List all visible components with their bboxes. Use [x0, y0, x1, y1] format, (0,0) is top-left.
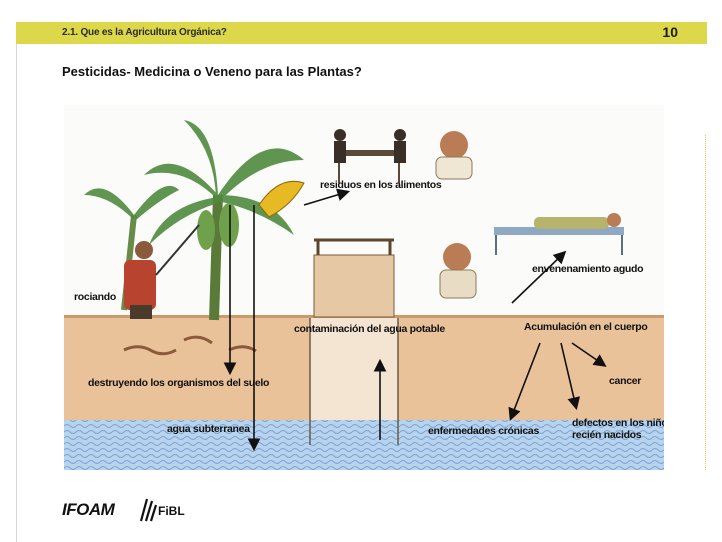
- label-contaminacion: contaminación del agua potable: [294, 323, 445, 335]
- page-number: 10: [662, 24, 678, 40]
- left-rule: [16, 44, 17, 542]
- fibl-logo-mark-icon: [139, 498, 158, 522]
- label-agua: agua subterranea: [167, 423, 250, 435]
- label-rociando: rociando: [74, 291, 116, 303]
- pesticide-illustration: residuos en los alimentos envenenamiento…: [64, 105, 664, 470]
- label-defectos: defectos en los niños recién nacidos: [572, 417, 664, 441]
- section-title: 2.1. Que es la Agricultura Orgánica?: [62, 27, 227, 38]
- label-enfermedades: enfermedades crónicas: [428, 425, 540, 437]
- fibl-logo: FiBL: [158, 504, 185, 518]
- header-bar: [16, 22, 707, 44]
- dotted-margin-line: [705, 135, 706, 470]
- label-residuos: residuos en los alimentos: [320, 179, 442, 191]
- page-title: Pesticidas- Medicina o Veneno para las P…: [62, 64, 362, 79]
- illustration-drawing: [64, 105, 664, 470]
- label-cancer: cancer: [609, 375, 642, 387]
- label-destruyendo: destruyendo los organismos del suelo: [88, 377, 270, 389]
- label-acumulacion: Acumulación en el cuerpo: [524, 321, 648, 333]
- label-envenenamiento: envenenamiento agudo: [532, 263, 644, 275]
- ifoam-logo: IFOAM: [62, 500, 115, 519]
